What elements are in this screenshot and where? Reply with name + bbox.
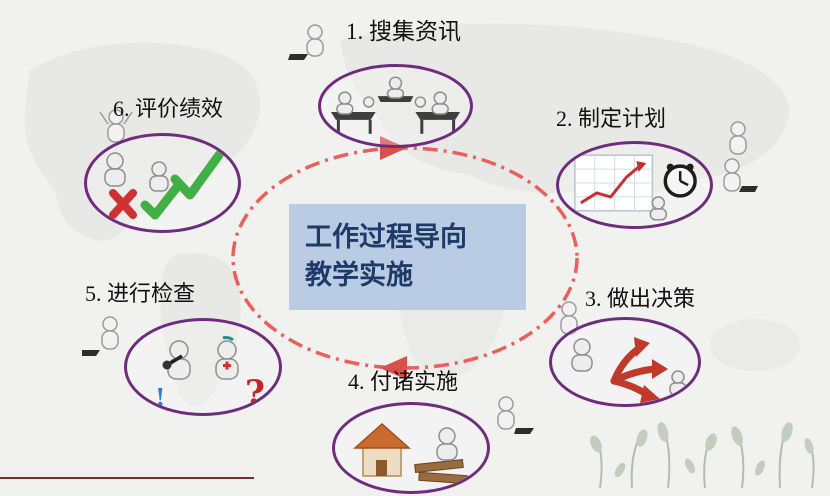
step-5-ellipse: ? ! bbox=[124, 318, 282, 416]
center-title-line2: 教学实施 bbox=[305, 260, 413, 291]
inspection-clipart-icon: ? ! bbox=[155, 336, 265, 413]
evaluation-checks-clipart-icon bbox=[104, 150, 224, 220]
step-3-label: 3. 做出决策 bbox=[585, 286, 696, 311]
center-title-box: 工作过程导向 教学实施 bbox=[289, 204, 526, 310]
figurine-laptop-icon bbox=[82, 316, 119, 356]
step-1-group: 1. 搜集资讯 bbox=[318, 12, 473, 148]
step-1-ellipse bbox=[318, 64, 473, 148]
step-2-ellipse bbox=[556, 141, 713, 229]
step-2-label: 2. 制定计划 bbox=[556, 106, 667, 131]
step-4-label: 4. 付诸实施 bbox=[348, 369, 459, 394]
step-4-ellipse bbox=[332, 402, 490, 494]
planning-chart-clipart-icon bbox=[574, 154, 697, 221]
step-5-label: 5. 进行检查 bbox=[85, 281, 196, 306]
center-title-line1: 工作过程导向 bbox=[305, 222, 467, 254]
question-mark-text: ? bbox=[245, 373, 265, 413]
step-6-label: 6. 评价绩效 bbox=[113, 96, 224, 121]
step-6-group: 6. 评价绩效 bbox=[84, 91, 241, 233]
step-6-ellipse bbox=[84, 133, 241, 233]
step-3-ellipse bbox=[549, 317, 701, 407]
step-2-group: 2. 制定计划 bbox=[556, 101, 713, 229]
step-4-group: 4. 付诸实施 bbox=[332, 364, 490, 494]
step-5-group: 5. 进行检查 ? ! bbox=[85, 276, 282, 416]
construction-clipart-icon bbox=[353, 422, 468, 485]
bottom-accent-line bbox=[0, 477, 254, 479]
meeting-clipart-icon bbox=[330, 76, 461, 134]
step-3-group: 3. 做出决策 bbox=[549, 281, 701, 407]
figurine-laptop-icon bbox=[288, 24, 324, 60]
exclamation-mark-text: ! bbox=[155, 383, 166, 412]
step-1-label: 1. 搜集资讯 bbox=[346, 19, 461, 44]
figurine-pair-icon bbox=[723, 121, 758, 192]
decision-arrows-clipart-icon bbox=[571, 337, 687, 403]
figurine-laptop-icon bbox=[497, 396, 534, 434]
